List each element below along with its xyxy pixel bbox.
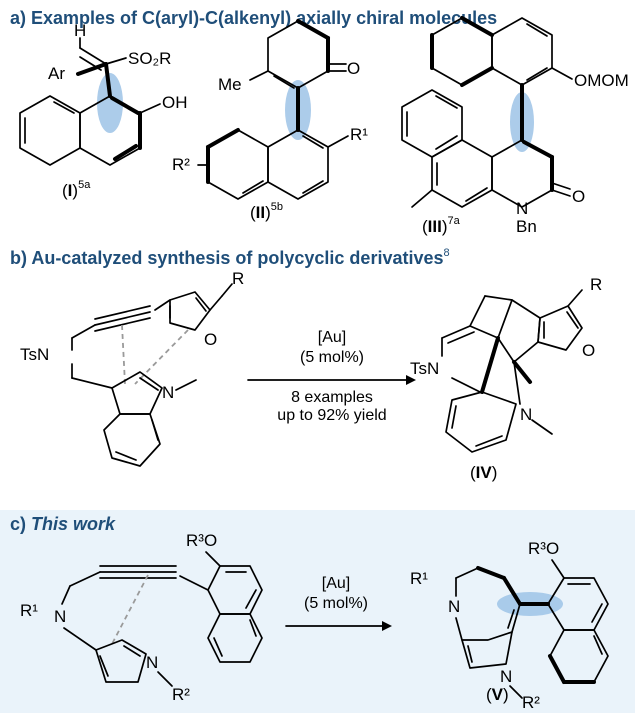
molecule-I: H Ar SO₂R OH (I)5a <box>19 21 188 200</box>
label-III: (III)7a <box>422 215 461 236</box>
label-IV: (IV) <box>470 463 497 482</box>
loading-c: (5 mol%) <box>304 595 368 612</box>
atom-n-IV: N <box>520 405 532 424</box>
atom-r3o-V: R³O <box>528 539 559 558</box>
product-V: R¹ N N R² (V) R³O <box>410 539 609 712</box>
arrow-b: [Au] (5 mol%) 8 examples up to 92% yield <box>247 329 416 424</box>
product-IV: R O TsN N (IV) <box>410 275 602 482</box>
atom-h: H <box>74 21 86 40</box>
atom-me: Me <box>218 75 242 94</box>
atom-so2r: SO₂R <box>128 49 171 68</box>
reactant-c: R³O R¹ N N R² <box>20 531 263 704</box>
section-a-title: a) Examples of C(aryl)-C(alkenyl) axiall… <box>10 8 497 28</box>
atom-r3o-c: R³O <box>186 531 217 550</box>
atom-r-IV: R <box>590 275 602 294</box>
axis-highlight-I <box>97 73 123 133</box>
label-V: (V) <box>486 685 509 704</box>
yield-b: up to 92% yield <box>277 407 386 424</box>
atom-r2: R² <box>172 155 190 174</box>
examples-b: 8 examples <box>291 389 373 406</box>
atom-oh: OH <box>162 93 188 112</box>
arrow-c: [Au] (5 mol%) <box>285 575 392 631</box>
atom-n2-V: N <box>500 667 512 686</box>
atom-r2-V: R² <box>522 693 540 712</box>
section-b-title: b) Au-catalyzed synthesis of polycyclic … <box>10 247 450 268</box>
molecule-II: O Me R¹ R² (II)5b <box>172 19 368 222</box>
atom-r1-c: R¹ <box>20 601 38 620</box>
atom-n-III: N <box>516 199 528 218</box>
atom-tsn-IV: TsN <box>410 359 439 378</box>
label-II: (II)5b <box>250 201 283 222</box>
reagent-b: [Au] <box>318 329 346 346</box>
reactant-b: R O TsN N <box>20 269 244 467</box>
atom-r1: R¹ <box>350 125 368 144</box>
reagent-c: [Au] <box>322 575 350 592</box>
molecule-III: OMOM O N Bn (III)7a <box>401 16 629 236</box>
atom-o-b: O <box>204 330 217 349</box>
atom-r1-V: R¹ <box>410 569 428 588</box>
atom-omom: OMOM <box>574 71 629 90</box>
atom-bn: Bn <box>516 217 537 236</box>
atom-r-b: R <box>232 269 244 288</box>
atom-n-c: N <box>54 607 66 626</box>
atom-r2-c: R² <box>172 685 190 704</box>
atom-o-II: O <box>347 59 360 78</box>
atom-o-IV: O <box>582 341 595 360</box>
atom-n2-c: N <box>146 653 158 672</box>
label-I: (I)5a <box>62 179 91 200</box>
atom-n-V: N <box>448 597 460 616</box>
atom-tsn-b: TsN <box>20 345 49 364</box>
atom-n-b: N <box>162 383 174 402</box>
atom-ar: Ar <box>48 64 65 83</box>
section-c-title: c) This work <box>10 514 116 534</box>
loading-b: (5 mol%) <box>300 349 364 366</box>
atom-o-III: O <box>572 187 585 206</box>
